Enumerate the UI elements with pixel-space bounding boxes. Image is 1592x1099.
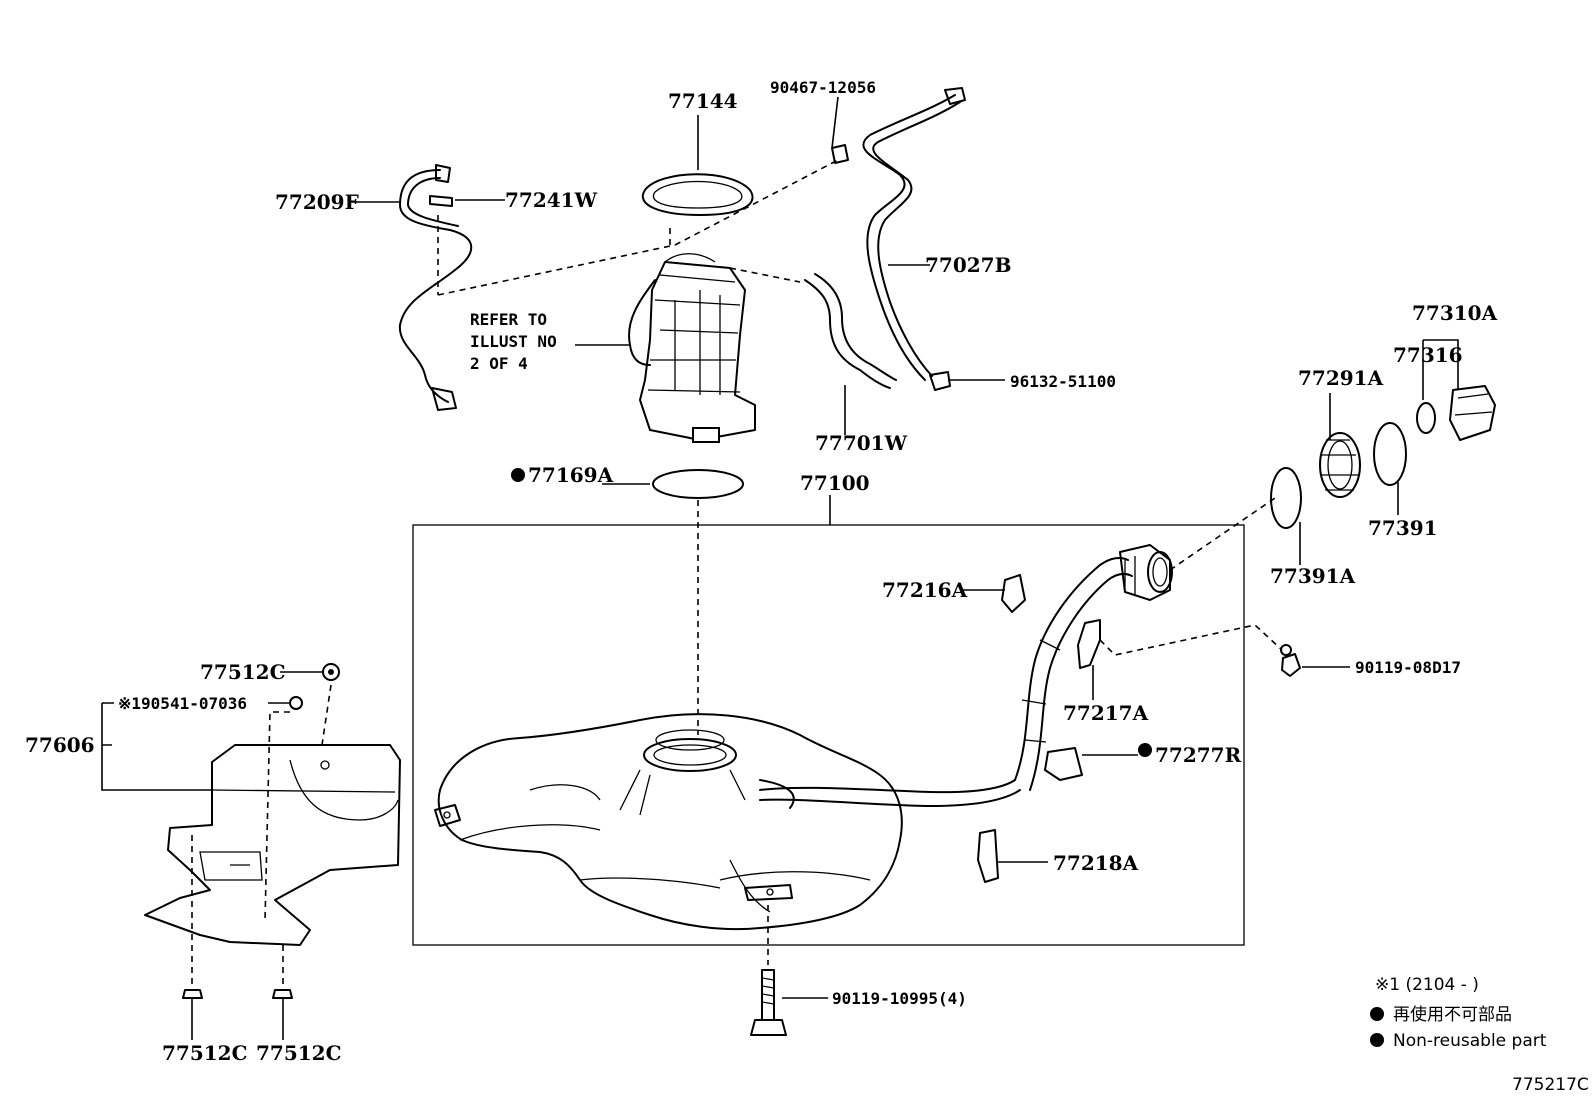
label-77144: 77144	[668, 89, 738, 113]
label-90119-10995: 90119-10995(4)	[832, 989, 967, 1008]
nut-77512C-right	[272, 989, 293, 999]
clamp-77216A	[1001, 574, 1026, 613]
hose-77027B	[862, 94, 956, 381]
label-77391: 77391	[1368, 516, 1438, 540]
gasket-77391	[1373, 422, 1407, 486]
non-reusable-bullet-77169A	[511, 468, 525, 482]
label-77701W: 77701W	[815, 431, 908, 455]
label-190541-07036: ※190541-07036	[118, 694, 247, 713]
figure-id: 775217C	[1512, 1075, 1589, 1095]
label-77217A: 77217A	[1063, 701, 1149, 725]
label-90119-08D17: 90119-08D17	[1355, 658, 1461, 677]
bolt-90119-08D17	[1281, 653, 1301, 677]
label-96132-51100: 96132-51100	[1010, 372, 1116, 391]
non-reusable-bullet-77277R	[1138, 743, 1152, 757]
label-77169A: 77169A	[528, 463, 614, 487]
bolt-90119-10995	[750, 969, 787, 1036]
legend-non-reusable-en: Non-reusable part	[1393, 1031, 1547, 1051]
legend-bullet-jp	[1370, 1007, 1384, 1021]
bracket-77217A	[1077, 619, 1101, 669]
legend-non-reusable-jp: 再使用不可部品	[1393, 1004, 1512, 1025]
hose-77701W	[804, 279, 891, 389]
hose-77209F	[398, 169, 473, 403]
tank-assembly-box	[412, 524, 1245, 946]
label-77209F: 77209F	[275, 190, 359, 214]
clamp-77218A	[977, 829, 999, 883]
gasket-77316	[1416, 402, 1436, 434]
label-77512C-bottom-left: 77512C	[162, 1041, 248, 1065]
label-90467-12056: 90467-12056	[770, 78, 876, 97]
label-77241W: 77241W	[505, 188, 598, 212]
gasket-77391A	[1270, 467, 1302, 529]
label-77218A: 77218A	[1053, 851, 1139, 875]
gasket-77169A	[652, 469, 744, 499]
refer-note-line1: REFER TO	[470, 310, 547, 329]
fuel-tank	[434, 713, 1021, 931]
bracket-77277R	[1044, 747, 1083, 781]
fuel-cap-77310A	[1449, 385, 1496, 441]
legend-bullet-en	[1370, 1033, 1384, 1047]
refer-note-line2: ILLUST NO	[470, 332, 557, 351]
label-77291A: 77291A	[1298, 366, 1384, 390]
legend-note-1: ※1 (2104 - )	[1375, 975, 1479, 995]
label-77027B: 77027B	[925, 253, 1011, 277]
label-77310A: 77310A	[1412, 301, 1498, 325]
label-77606: 77606	[25, 733, 95, 757]
ring-77291A	[1319, 432, 1361, 498]
label-77512C-top: 77512C	[200, 660, 286, 684]
label-77100: 77100	[800, 471, 870, 495]
retainer-ring-77144	[642, 173, 754, 216]
clip-77512C-top	[322, 663, 340, 681]
label-77316: 77316	[1393, 343, 1463, 367]
clip-77241W	[429, 195, 453, 207]
label-77216A: 77216A	[882, 578, 968, 602]
heat-insulator-77606	[144, 744, 401, 946]
label-77391A: 77391A	[1270, 564, 1356, 588]
fuel-cap-parts	[1270, 385, 1496, 529]
clip-190541-07036	[289, 696, 303, 710]
fuel-pump-assembly	[628, 253, 756, 443]
label-77512C-bottom-right: 77512C	[256, 1041, 342, 1065]
label-77277R: 77277R	[1155, 743, 1242, 767]
refer-note-line3: 2 OF 4	[470, 354, 528, 373]
clamp-90467-12056	[831, 144, 849, 164]
nut-77512C-left	[182, 989, 203, 999]
filler-pipe	[1014, 544, 1173, 791]
